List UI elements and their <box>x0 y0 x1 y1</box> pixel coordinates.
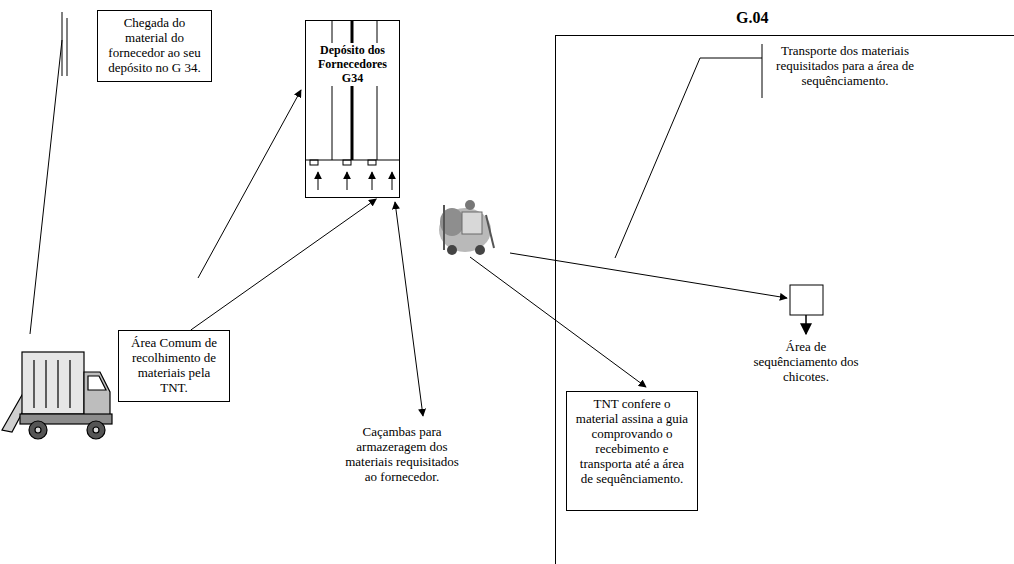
note-text: Caçambas para armazeragem dos materiais … <box>343 425 461 485</box>
truck-illustration <box>2 352 112 439</box>
depot-box: Depósito dos Fornecedores G34 <box>305 20 400 198</box>
box-text: Área Comum de recolhimento de materiais … <box>125 336 223 396</box>
leader-line <box>615 44 762 258</box>
depot-structure <box>305 20 400 190</box>
flow-arrow <box>470 257 646 387</box>
region-frame: G.04TNT confere o material assina a guia… <box>555 35 1014 564</box>
flow-arrow <box>805 315 807 334</box>
note-box: Área Comum de recolhimento de materiais … <box>118 330 230 402</box>
note-box: Chegada do material do fornecedor ao seu… <box>97 10 212 82</box>
sequencing-area <box>790 285 823 315</box>
leader-line <box>395 202 423 416</box>
box-text: Chegada do material do fornecedor ao seu… <box>104 16 205 76</box>
depot-title: Depósito dos Fornecedores G34 <box>310 43 395 86</box>
area-label: Área de sequênciamento dos chicotes. <box>750 340 862 385</box>
box-text: TNT confere o material assina a guia com… <box>573 397 691 487</box>
process-box: TNT confere o material assina a guia com… <box>566 391 698 511</box>
region-heading: G.04 <box>736 9 768 27</box>
flow-arrow <box>510 253 787 298</box>
leader-line <box>30 12 67 334</box>
connector <box>191 199 376 330</box>
forklift-illustration <box>439 200 494 255</box>
flow-arrow <box>198 90 301 278</box>
note-text: Transporte dos materiais requisitados pa… <box>770 44 920 89</box>
